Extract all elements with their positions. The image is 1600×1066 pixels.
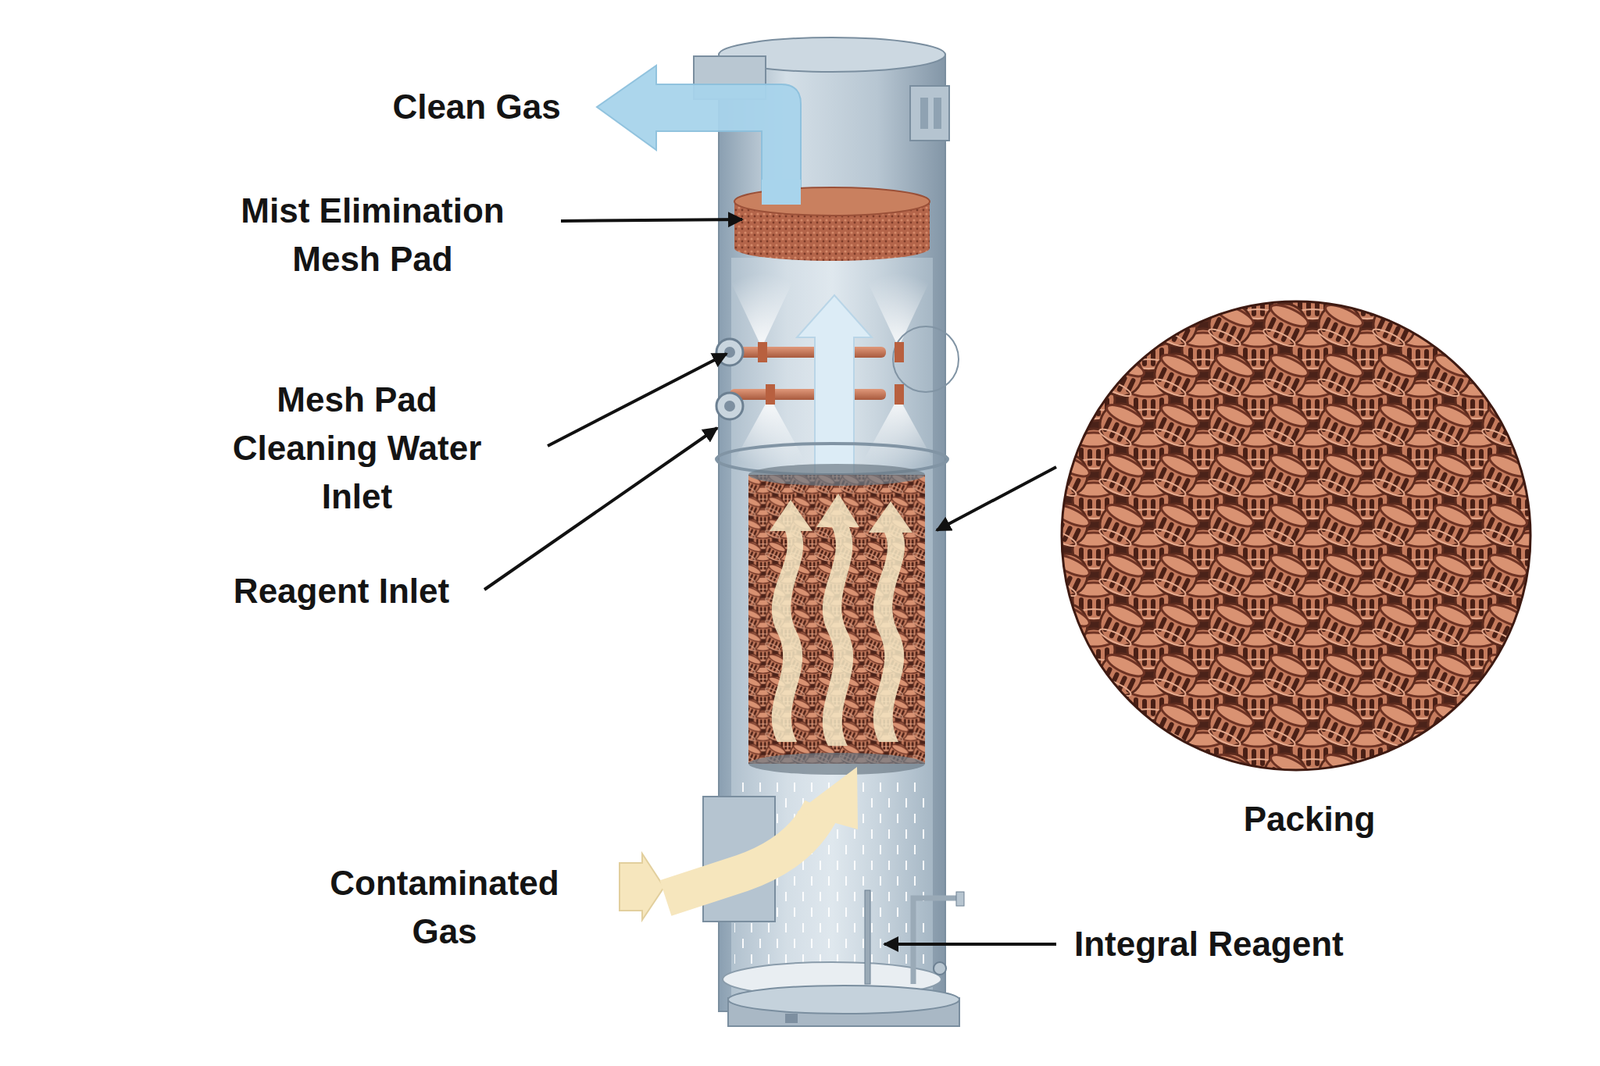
spray-cone (734, 396, 805, 469)
gas-flow-wave (868, 501, 913, 743)
side-flange (892, 326, 959, 393)
gas-inlet (619, 767, 858, 922)
water-pipe (729, 346, 886, 358)
gas-flow-wave (816, 493, 860, 747)
inlet-bore (724, 400, 736, 412)
callout-label: Mesh Pad Cleaning Water Inlet (200, 375, 514, 522)
detail-border (1061, 301, 1531, 771)
sump (722, 890, 965, 1027)
bolt (933, 97, 942, 129)
drain (785, 1014, 798, 1024)
leader-arrow (547, 353, 727, 447)
nozzle (757, 342, 768, 363)
packing-bed-fill (748, 475, 925, 765)
clean-gas-arrow (761, 179, 801, 205)
callout-label: Clean Gas (281, 82, 672, 132)
top-flange (910, 85, 950, 141)
support-grid (748, 753, 925, 775)
pipe-flange (956, 892, 965, 907)
spray-cone (867, 273, 930, 348)
support-grid (748, 464, 925, 486)
inlet-bore (724, 346, 736, 358)
leader-arrow (484, 428, 718, 590)
inlet-flange (716, 392, 743, 420)
mesh-pad (734, 179, 930, 261)
clean-gas-arrow (596, 65, 801, 205)
bolt (920, 97, 929, 129)
inlet-arrow-head (796, 767, 858, 830)
inlet-arrow (619, 853, 665, 921)
base-ring (728, 985, 960, 1015)
packing-detail (1058, 298, 1536, 775)
reagent-pipe (729, 389, 886, 400)
reagent-pipe (864, 890, 871, 985)
nozzle (894, 384, 904, 405)
nozzle (765, 384, 775, 405)
mesh-pad-bottom (734, 235, 930, 261)
reagent-pipe (913, 898, 960, 985)
callout-label: Reagent Inlet (185, 567, 498, 616)
callout-label: Contaminated Gas (311, 859, 578, 957)
callout-label: Mist Elimination Mesh Pad (196, 186, 549, 284)
callout-label: Packing (1192, 795, 1427, 844)
gas-flow-wave (769, 500, 813, 743)
leader-arrow (936, 467, 1057, 531)
spray-cone (863, 396, 934, 469)
gas-flow-arrow (796, 295, 872, 479)
leader-arrow (560, 219, 743, 222)
nozzle-port (933, 962, 947, 975)
packing-detail-fill (1058, 298, 1536, 775)
inlet-flange (716, 339, 743, 366)
inlet-arrow (665, 808, 822, 899)
callout-label: Integral Reagent (1074, 920, 1543, 969)
leader-arrow (884, 942, 1057, 947)
leaders (484, 219, 1057, 945)
packing-bed (748, 464, 925, 775)
spray-cone (730, 273, 793, 348)
nozzle (894, 342, 904, 363)
